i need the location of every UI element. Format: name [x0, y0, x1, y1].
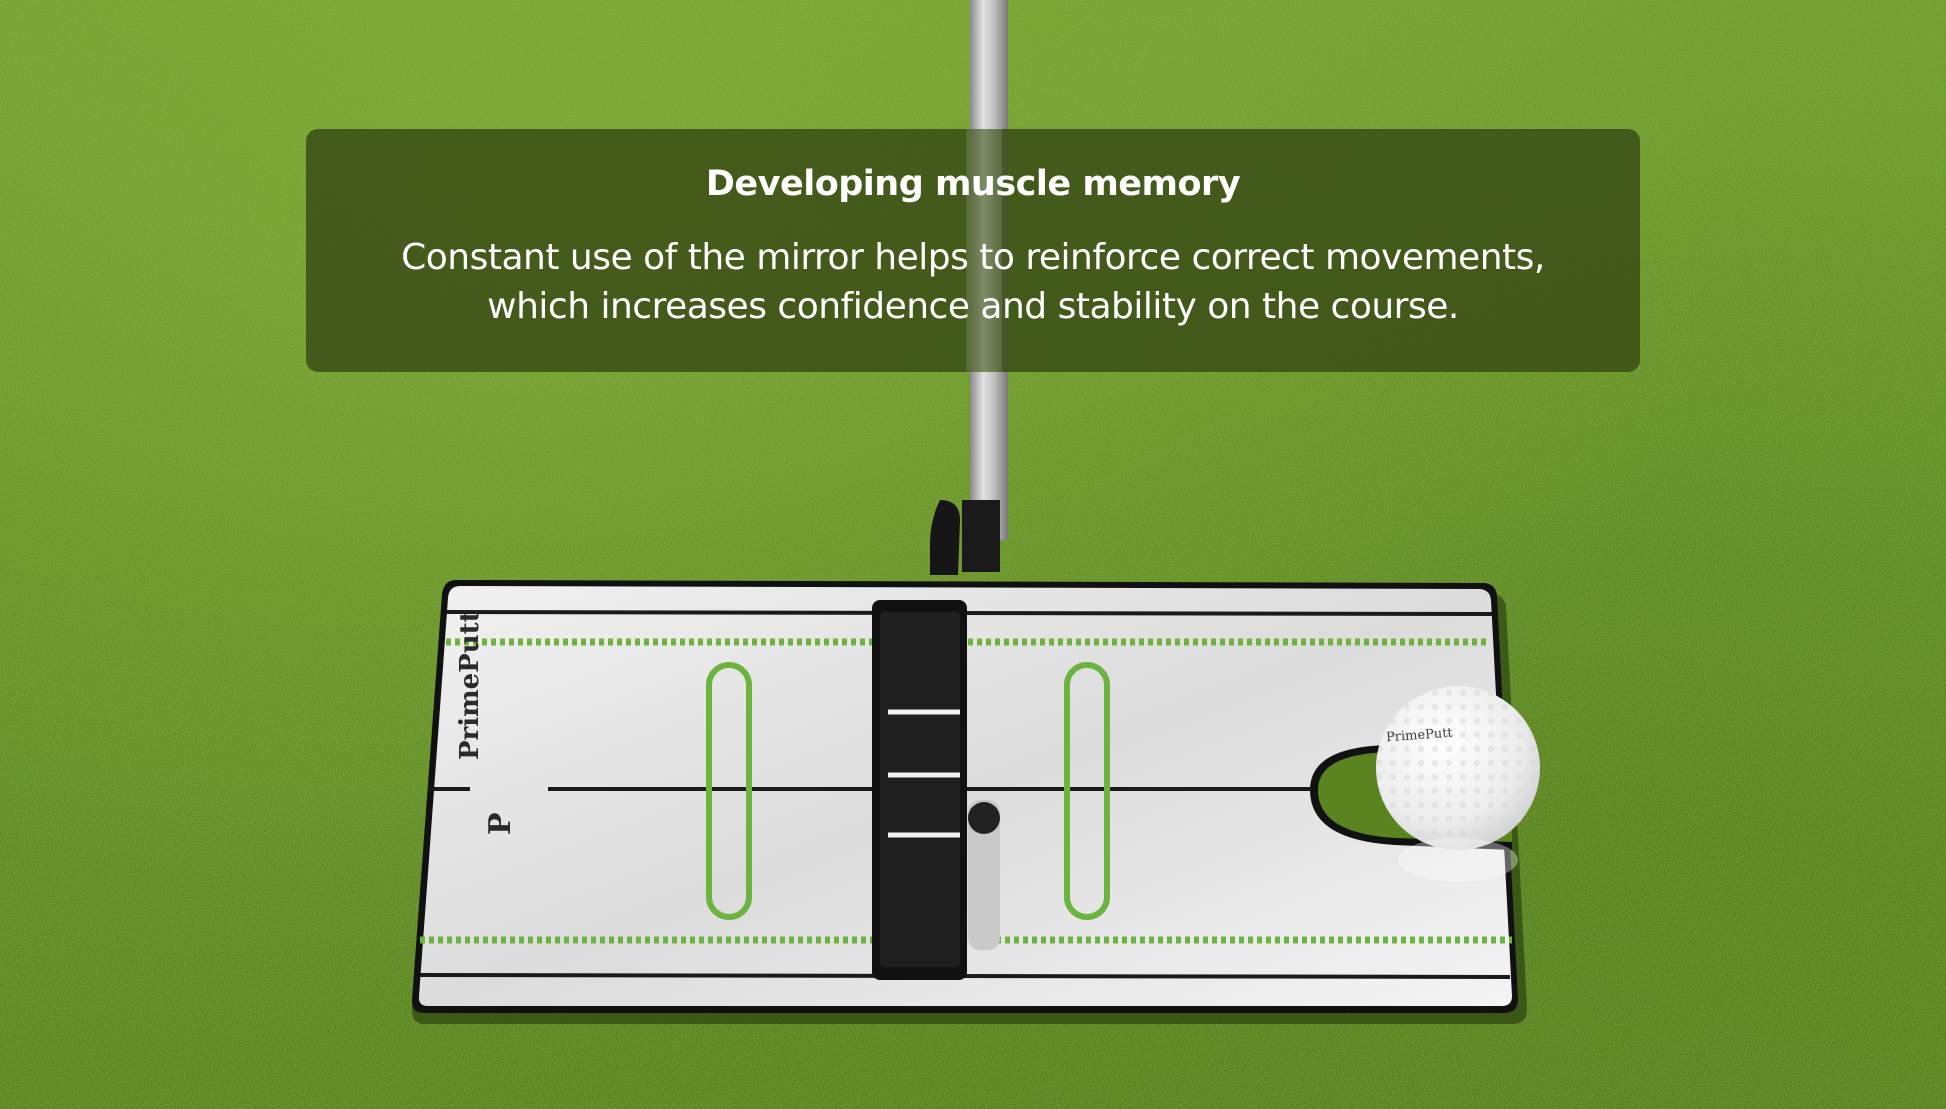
- caption-text: Constant use of the mirror helps to rein…: [401, 237, 1545, 327]
- svg-text:P: P: [483, 812, 518, 835]
- putter-head: [872, 500, 1000, 980]
- alignment-slot-right: [1064, 662, 1110, 920]
- caption-card: Developing muscle memory Constant use of…: [306, 129, 1640, 372]
- brand-logo: P: [483, 812, 518, 835]
- caption-title: Developing muscle memory: [705, 164, 1241, 204]
- mirror-brand-text: PrimePutt: [455, 610, 485, 760]
- alignment-slot-left: [706, 662, 752, 920]
